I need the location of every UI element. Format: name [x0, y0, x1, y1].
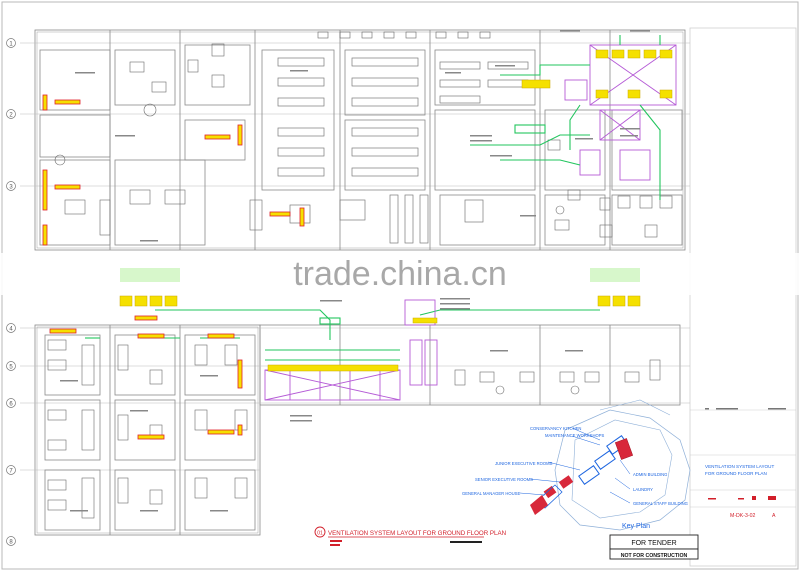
- watermark-text: trade.china.cn: [293, 255, 507, 293]
- lower-room-furniture: [47, 339, 248, 519]
- lower-annotations: [60, 298, 583, 512]
- upper-storage-racks: [277, 57, 529, 244]
- upper-left-equipment: [54, 43, 263, 236]
- key-label-admin-building: ADMIN BUILDING: [633, 472, 667, 477]
- key-label-general-staff-building: GENERAL STAFF BUILDING: [633, 501, 688, 506]
- key-label-maintenance-workshops: MAINTENANCE WORKSHOPS: [545, 433, 605, 438]
- grid-marker-8-label: 8: [9, 540, 13, 546]
- grid-marker-7: 7: [6, 465, 16, 475]
- plan-title-number: 01: [317, 531, 323, 537]
- grid-marker-6-label: 6: [9, 402, 13, 408]
- drawing-revision: A: [772, 513, 776, 519]
- grid-marker-4: 4: [6, 323, 16, 333]
- grid-marker-2: 2: [6, 109, 16, 119]
- lower-floor-plan: [20, 324, 690, 536]
- upper-right-equipment: [547, 139, 673, 238]
- grid-marker-2-label: 2: [9, 113, 13, 119]
- key-label-laundry: LAUNDRY: [633, 487, 653, 492]
- grid-marker-5-label: 5: [9, 365, 13, 371]
- upper-heaters: [42, 94, 305, 246]
- grid-marker-8: 8: [6, 536, 16, 546]
- roof-fans-row: [317, 31, 491, 39]
- lower-right-equipment: [454, 359, 661, 395]
- upper-annotations: [75, 30, 650, 242]
- key-label-conservancy-kitchen: CONSERVANCY KITCHEN: [530, 426, 581, 431]
- stamp-not-for-construction: NOT FOR CONSTRUCTION: [621, 553, 688, 559]
- key-plan-title: Key Plan: [622, 523, 650, 530]
- plan-title: VENTILATION SYSTEM LAYOUT FOR GROUND FLO…: [328, 530, 506, 537]
- lower-heaters: [49, 315, 243, 440]
- title-block-frame: [689, 27, 797, 567]
- key-plan-leaders: [519, 427, 631, 504]
- key-label-senior-executive-rooms: SENIOR EXECUTIVE ROOMS: [475, 477, 533, 482]
- stamp-for-tender: FOR TENDER: [631, 540, 676, 547]
- grid-row-markers: 1 2 3 4 5 6 7 8: [6, 38, 16, 546]
- watermark-band: [0, 253, 800, 295]
- upper-ducts: [470, 35, 661, 200]
- grid-marker-3: 3: [6, 181, 16, 191]
- grid-marker-3-label: 3: [9, 185, 13, 191]
- key-plan-sketch: [530, 399, 691, 531]
- upper-floor-plan: [20, 29, 690, 251]
- key-label-junior-executive-rooms: JUNIOR EXECUTIVE ROOMS: [495, 461, 553, 466]
- grid-marker-4-label: 4: [9, 327, 13, 333]
- title-block-title-line1: VENTILATION SYSTEM LAYOUT: [705, 464, 774, 469]
- grid-marker-7-label: 7: [9, 469, 13, 475]
- grid-marker-5: 5: [6, 361, 16, 371]
- drawing-number: M-DK-3-02: [730, 513, 755, 519]
- title-block-title-line2: FOR GROUND FLOOR PLAN: [705, 471, 767, 476]
- title-block: VENTILATION SYSTEM LAYOUT FOR GROUND FLO…: [690, 408, 796, 519]
- tender-stamp: FOR TENDER NOT FOR CONSTRUCTION: [609, 534, 699, 560]
- key-label-general-manager-house: GENERAL MANAGER HOUSE: [462, 491, 520, 496]
- upper-fan-units: [521, 49, 673, 99]
- grid-marker-1-label: 1: [9, 42, 13, 48]
- plan-title-block: 01 VENTILATION SYSTEM LAYOUT FOR GROUND …: [314, 526, 506, 546]
- grid-marker-1: 1: [6, 38, 16, 48]
- lower-fan-units: [119, 295, 641, 372]
- grid-marker-6: 6: [6, 398, 16, 408]
